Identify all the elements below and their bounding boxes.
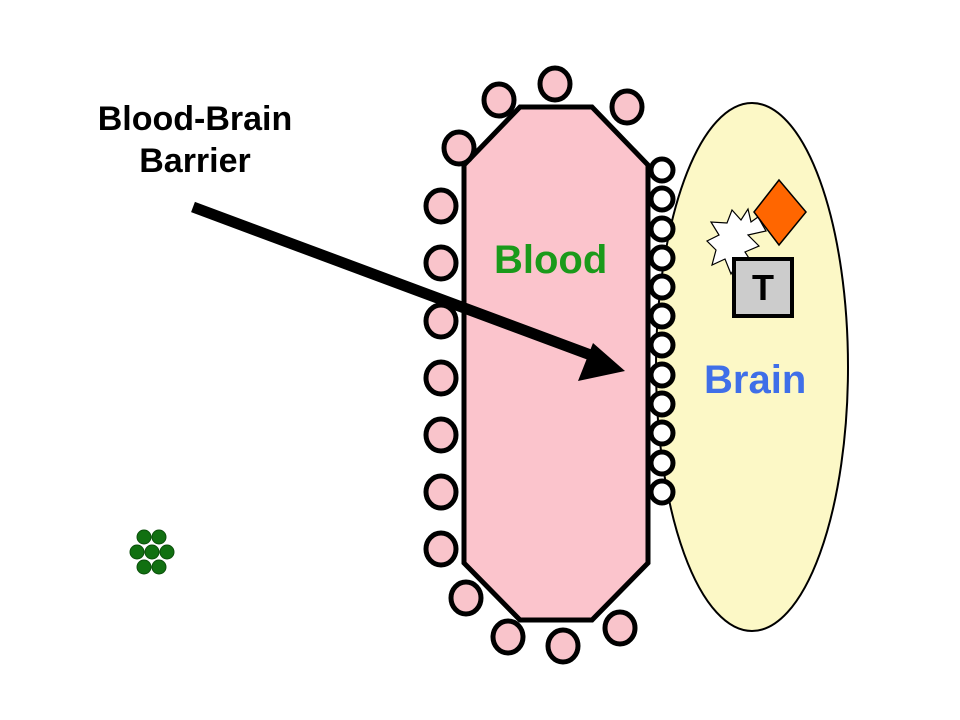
blood-vessel [461, 104, 651, 623]
diamond-icon [753, 178, 807, 247]
molecule-cluster-icon [129, 529, 175, 575]
endothelial-cell [481, 81, 517, 119]
starburst-icon [705, 207, 767, 276]
tight-junction-cell [648, 185, 676, 213]
endothelial-cell [423, 473, 459, 511]
endothelial-cell [602, 609, 638, 647]
endothelial-cell [545, 627, 581, 665]
endothelial-cell [423, 530, 459, 568]
blood-label: Blood [494, 238, 608, 282]
tight-junction-cell [648, 215, 676, 243]
endothelial-cell [537, 65, 573, 103]
tight-junction-cell [648, 478, 676, 506]
brain-label: Brain [704, 358, 807, 402]
endothelial-cells-outer [423, 65, 645, 665]
arrow-icon [191, 201, 625, 381]
endothelial-cell [423, 302, 459, 340]
endothelial-cell [448, 579, 484, 617]
tight-junction-cell [648, 449, 676, 477]
tight-junction-cell [648, 390, 676, 418]
tight-junction-cell [648, 419, 676, 447]
endothelial-cell [441, 129, 477, 167]
tight-junction-cell [648, 244, 676, 272]
tight-junction-cell [648, 361, 676, 389]
endothelial-cell [609, 88, 645, 126]
tight-junction-cells [648, 156, 676, 506]
tight-junction-cell [648, 156, 676, 184]
transporter-box [732, 257, 794, 318]
barrier-label-line-2: Barrier [139, 142, 251, 180]
tight-junction-cell [648, 273, 676, 301]
endothelial-cell [423, 244, 459, 282]
endothelial-cell [423, 359, 459, 397]
endothelial-cell [423, 416, 459, 454]
transporter-label: T [752, 267, 774, 308]
tight-junction-cell [648, 302, 676, 330]
tight-junction-cell [648, 331, 676, 359]
endothelial-cell [490, 618, 526, 656]
blood-brain-barrier-label: Blood-Brain Barrier [70, 98, 320, 182]
endothelial-cell [423, 187, 459, 225]
barrier-label-line-1: Blood-Brain [97, 100, 293, 138]
